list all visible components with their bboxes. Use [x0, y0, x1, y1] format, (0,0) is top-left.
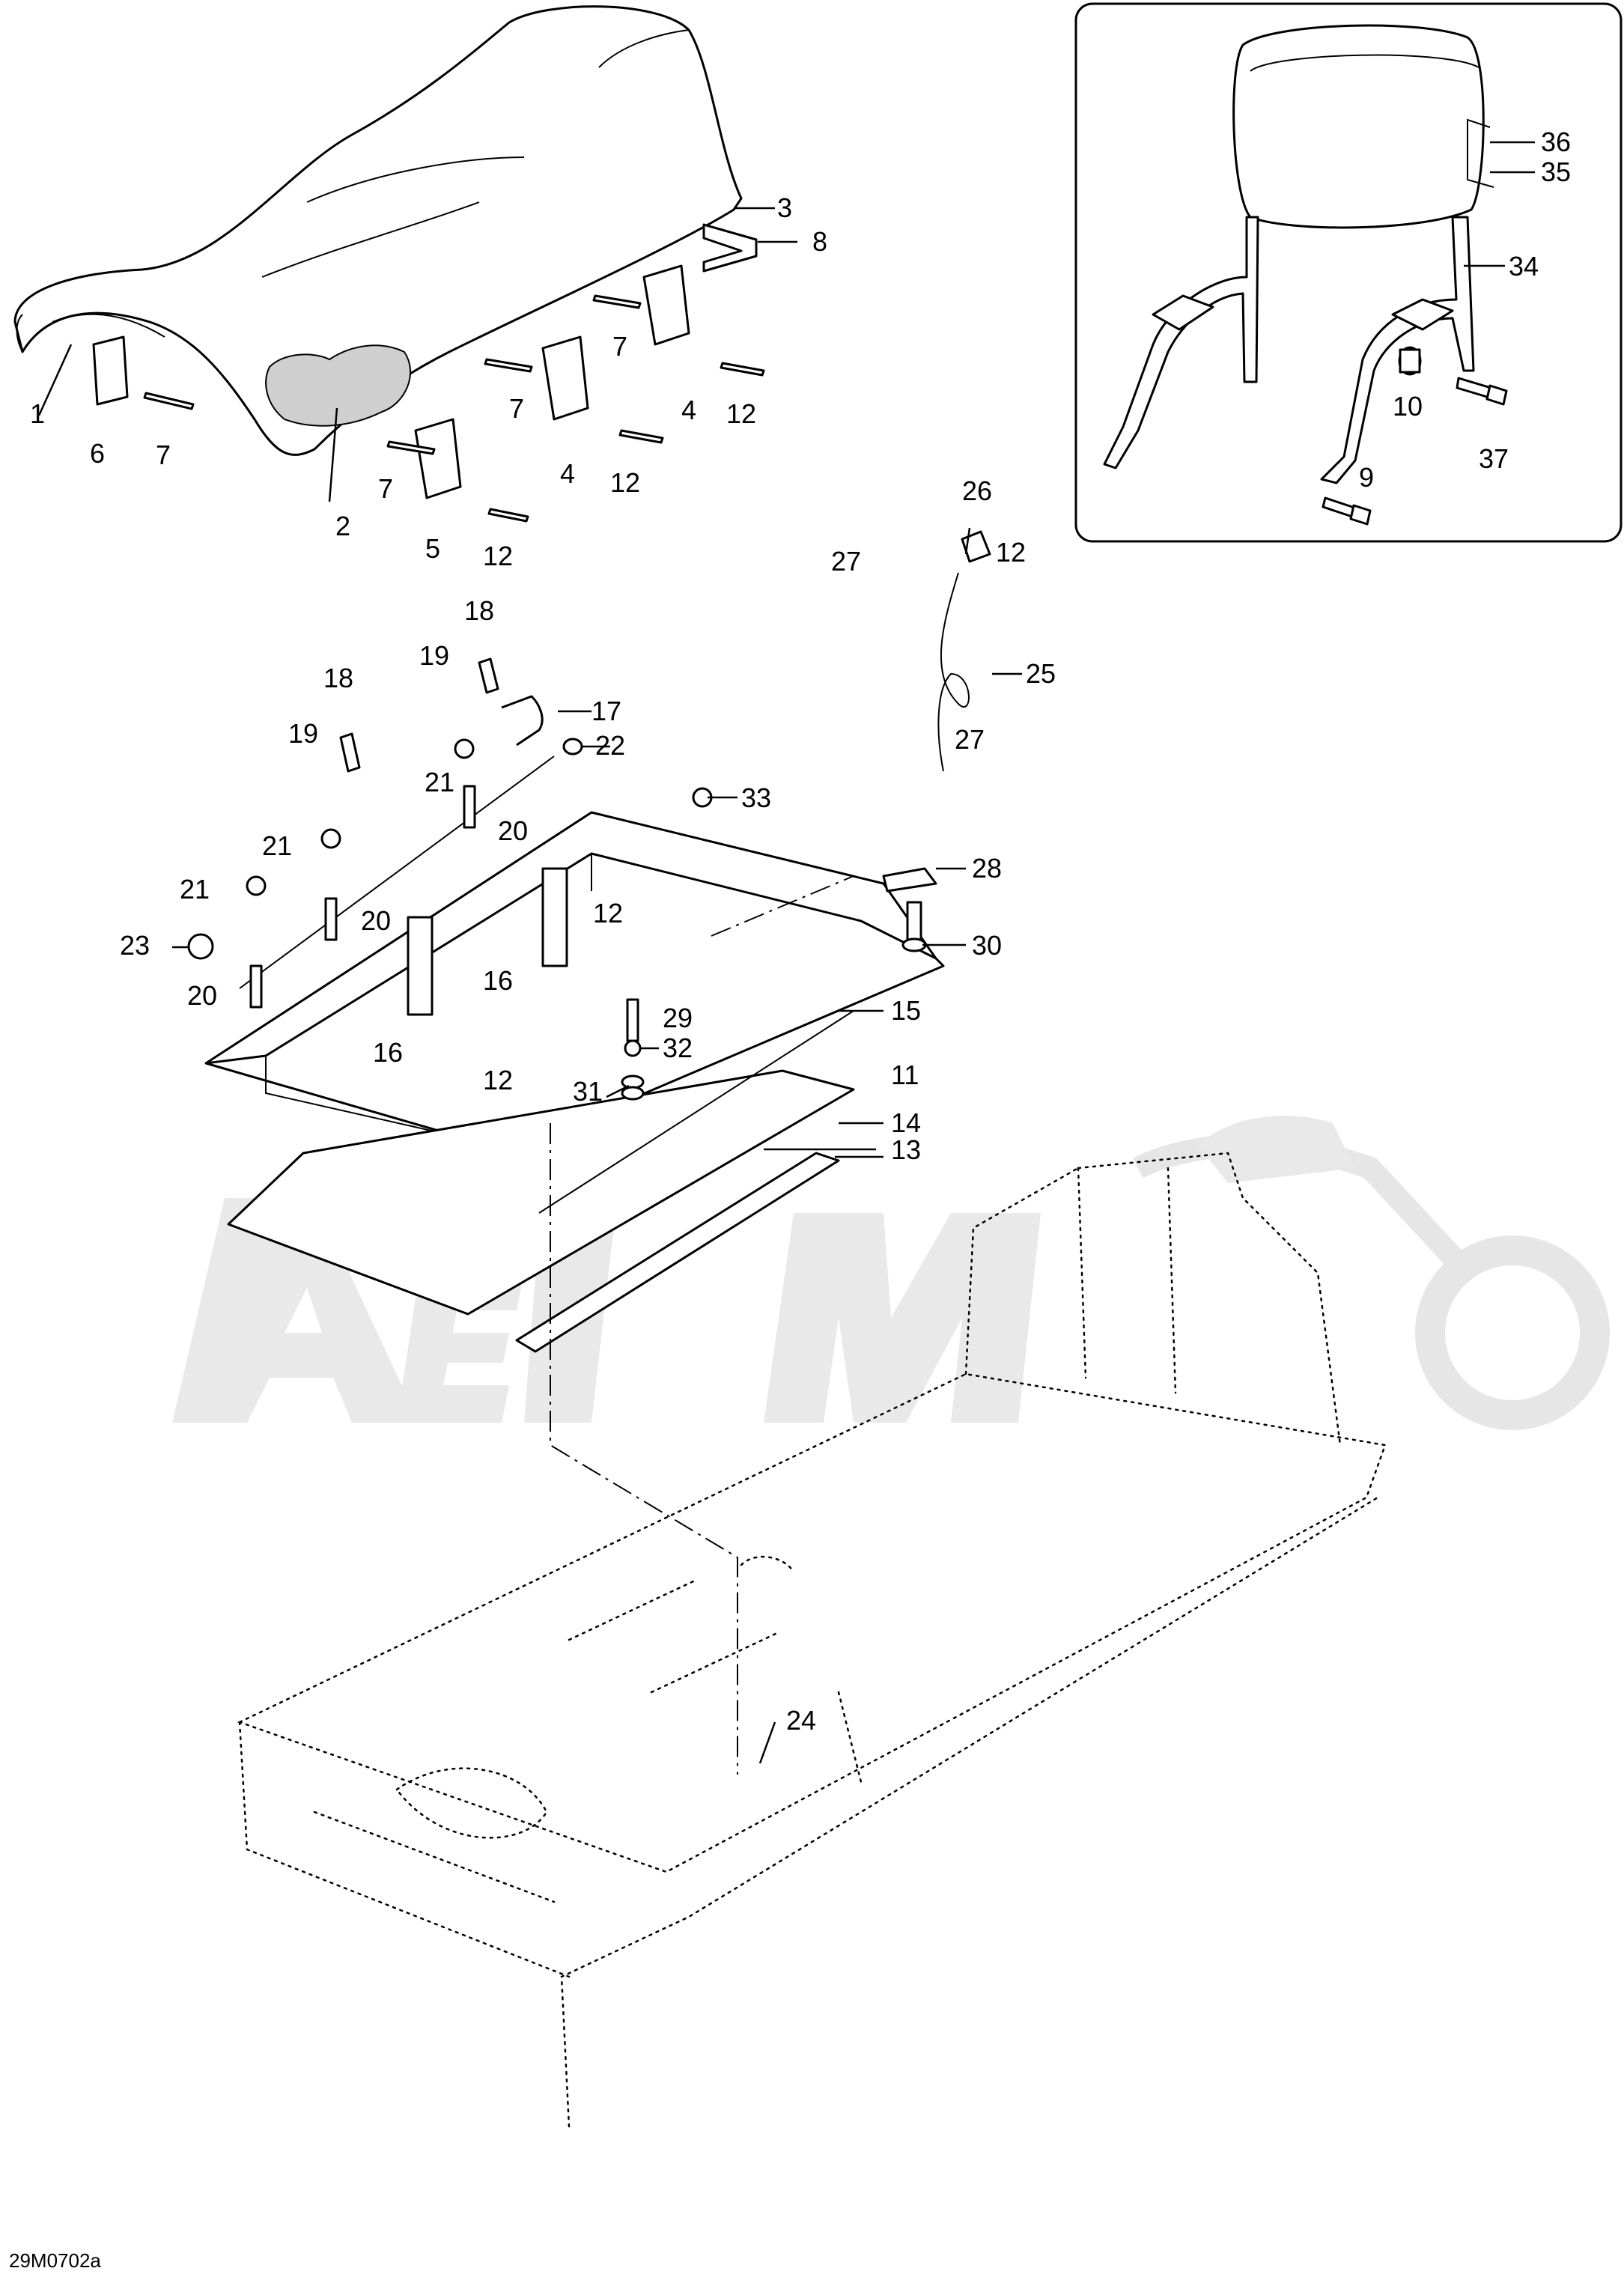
- callout-18: 18: [464, 595, 494, 626]
- drawing-reference: 29M0702a: [9, 2249, 101, 2272]
- callout-12: 12: [593, 898, 623, 928]
- vehicle-frame: [237, 1152, 1387, 2128]
- callout-7: 7: [378, 473, 393, 504]
- callout-31: 31: [573, 1076, 603, 1107]
- callout-4: 4: [560, 458, 575, 489]
- callout-22: 22: [595, 730, 625, 761]
- callout-30: 30: [972, 930, 1002, 961]
- callout-labels: 1 2 3 4 4 5 6 7 7 7 7 8 9 10 11 12 12 12…: [30, 127, 1571, 1736]
- callout-5: 5: [425, 533, 440, 564]
- seat-base-tray: [204, 811, 945, 1353]
- callout-16: 16: [373, 1037, 403, 1068]
- callout-25: 25: [1026, 658, 1056, 689]
- callout-20: 20: [361, 905, 391, 936]
- callout-8: 8: [812, 226, 827, 257]
- callout-35: 35: [1541, 156, 1571, 187]
- callout-36: 36: [1541, 127, 1571, 157]
- callout-1: 1: [30, 398, 45, 429]
- callout-27: 27: [955, 724, 985, 755]
- backrest-inset-frame: [1074, 2, 1623, 543]
- callout-12: 12: [726, 398, 756, 429]
- callout-11: 11: [891, 1060, 919, 1090]
- callout-28: 28: [972, 853, 1002, 884]
- callout-16: 16: [483, 965, 513, 996]
- callout-23: 23: [120, 930, 150, 961]
- callout-19: 19: [419, 640, 449, 671]
- callout-17: 17: [591, 696, 621, 726]
- callout-4: 4: [681, 395, 696, 425]
- callout-19: 19: [288, 718, 318, 749]
- callout-20: 20: [498, 815, 528, 846]
- callout-13: 13: [891, 1134, 921, 1165]
- alignment-line: [711, 875, 854, 937]
- callout-7: 7: [509, 393, 524, 424]
- callout-12: 12: [483, 541, 513, 571]
- callout-12: 12: [610, 467, 640, 498]
- callout-27: 27: [831, 546, 861, 577]
- callout-7: 7: [612, 331, 627, 362]
- watermark: [172, 1116, 1610, 1430]
- callout-37: 37: [1479, 443, 1509, 474]
- callout-34: 34: [1509, 251, 1539, 282]
- callout-29: 29: [663, 1003, 693, 1033]
- callout-3: 3: [777, 192, 792, 223]
- callout-18: 18: [323, 663, 353, 693]
- callout-6: 6: [90, 438, 105, 469]
- callout-7: 7: [156, 440, 171, 470]
- latch-assembly: [187, 530, 991, 1101]
- callout-12: 12: [483, 1065, 513, 1095]
- callout-9: 9: [1359, 462, 1374, 493]
- callout-12: 12: [996, 537, 1026, 568]
- callout-21: 21: [180, 874, 210, 905]
- callout-26: 26: [962, 475, 992, 506]
- callout-15: 15: [891, 995, 921, 1026]
- leader-lines: [37, 141, 1535, 1764]
- callout-10: 10: [1393, 391, 1423, 422]
- callout-20: 20: [187, 980, 217, 1011]
- callout-14: 14: [891, 1107, 921, 1138]
- callout-24: 24: [786, 1705, 816, 1736]
- callout-21: 21: [425, 767, 454, 797]
- callout-33: 33: [741, 782, 771, 813]
- callout-2: 2: [335, 511, 350, 541]
- callout-21: 21: [262, 830, 292, 861]
- backrest-assembly: [1103, 24, 1508, 526]
- alignment-line: [550, 1123, 738, 1775]
- callout-32: 32: [663, 1033, 693, 1063]
- seat-assembly: [13, 5, 765, 523]
